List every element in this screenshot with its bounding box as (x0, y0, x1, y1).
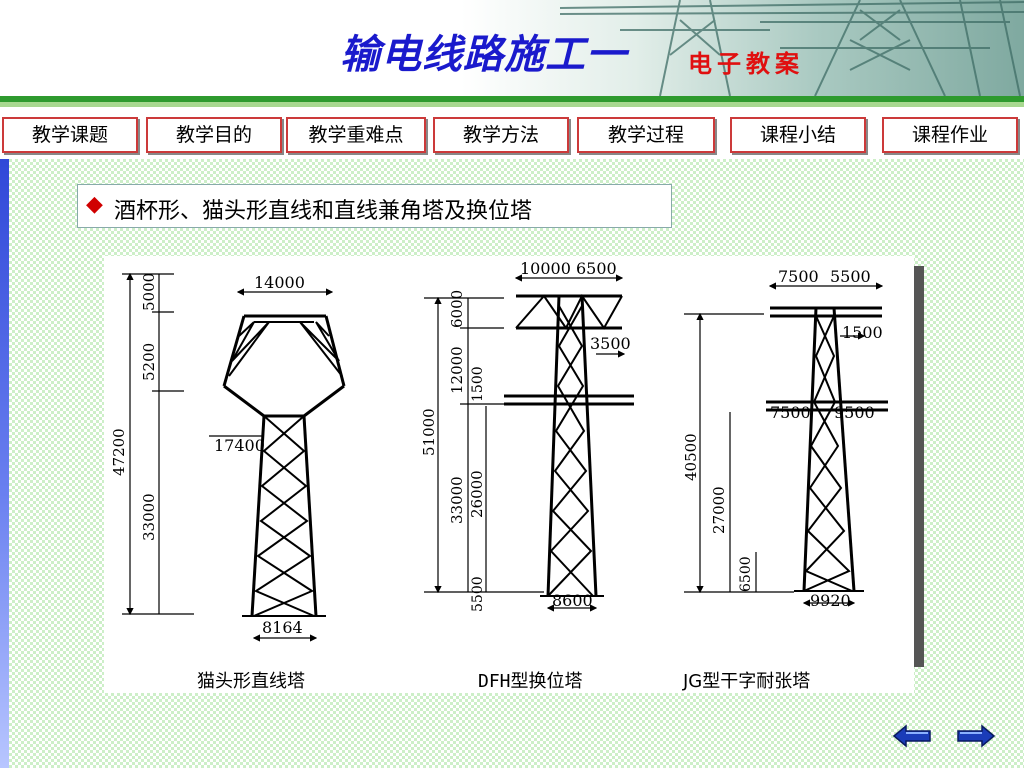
nav-teaching-purpose[interactable]: 教学目的 (146, 117, 282, 153)
t2-arm-left: 10000 (520, 259, 571, 278)
t1-waist: 17400 (214, 436, 265, 455)
t3-top-right: 5500 (830, 267, 871, 286)
tower-diagram-svg: 14000 47200 5000 5200 33000 17400 8164 (110, 259, 888, 642)
left-accent-bar (0, 159, 9, 768)
cat-head-dimensions (122, 272, 334, 642)
section-heading: ◆ 酒杯形、猫头形直线和直线兼角塔及换位塔 (77, 184, 672, 228)
nav-teaching-methods[interactable]: 教学方法 (433, 117, 569, 153)
t3-h-foot: 6500 (738, 556, 754, 592)
t1-h-total: 47200 (110, 428, 128, 476)
t2-h-gap: 1500 (470, 366, 486, 402)
t1-base: 8164 (262, 618, 303, 637)
jg-tower (766, 306, 888, 592)
t1-h-mid: 5200 (140, 343, 158, 381)
caption-cat-head-tower: 猫头形直线塔 (197, 671, 305, 692)
section-heading-text: 酒杯形、猫头形直线和直线兼角塔及换位塔 (114, 199, 533, 224)
right-arrow-icon[interactable] (956, 724, 996, 748)
header-banner: 输电线路施工一 电子教案 (0, 0, 1024, 96)
page-title: 输电线路施工一 (340, 31, 627, 78)
nav-course-homework[interactable]: 课程作业 (882, 117, 1018, 153)
t3-h-total: 40500 (682, 433, 700, 481)
caption-jg-tower: JG型干字耐张塔 (683, 671, 811, 692)
t3-mid-right: 9500 (834, 403, 875, 422)
t1-h-top: 5000 (140, 273, 158, 311)
cat-head-tower (222, 314, 346, 617)
t3-mid-left: 7500 (770, 403, 811, 422)
dfh-dimensions (424, 274, 626, 612)
power-tower-background-icon (560, 0, 1024, 96)
t2-arm-right: 6500 (576, 259, 617, 278)
t3-top-left: 7500 (778, 267, 819, 286)
t2-h-upper: 12000 (448, 346, 466, 394)
t2-h-lower: 33000 (448, 476, 466, 524)
header-divider (0, 96, 1024, 102)
nav-teaching-process[interactable]: 教学过程 (577, 117, 715, 153)
caption-dfh-tower: DFH型换位塔 (478, 671, 583, 692)
t1-h-bottom: 33000 (140, 493, 158, 541)
nav-course-summary[interactable]: 课程小结 (730, 117, 866, 153)
left-arrow-icon[interactable] (892, 724, 932, 748)
dfh-tower (504, 294, 634, 597)
page-subtitle: 电子教案 (688, 49, 804, 78)
nav-bar: 教学课题 教学目的 教学重难点 教学方法 教学过程 课程小结 课程作业 (0, 107, 1024, 159)
figure-shadow (912, 266, 924, 667)
nav-teaching-topic[interactable]: 教学课题 (2, 117, 138, 153)
nav-teaching-difficulties[interactable]: 教学重难点 (286, 117, 426, 153)
diamond-bullet-icon: ◆ (86, 192, 103, 217)
tower-diagram: 14000 47200 5000 5200 33000 17400 8164 (104, 256, 914, 693)
t3-gap: 1500 (842, 323, 883, 342)
t1-top-width: 14000 (254, 273, 305, 292)
t2-h-body: 26000 (468, 470, 486, 518)
t3-base: 9920 (810, 591, 851, 610)
t2-h-foot: 5500 (470, 576, 486, 612)
t2-base: 8600 (552, 591, 593, 610)
t2-h-total: 51000 (420, 408, 438, 456)
t2-arm-depth: 3500 (590, 334, 631, 353)
t3-h-body: 27000 (710, 486, 728, 534)
jg-dimensions (684, 282, 884, 607)
header-divider-light (0, 102, 1024, 107)
t2-h-top: 6000 (448, 290, 466, 328)
